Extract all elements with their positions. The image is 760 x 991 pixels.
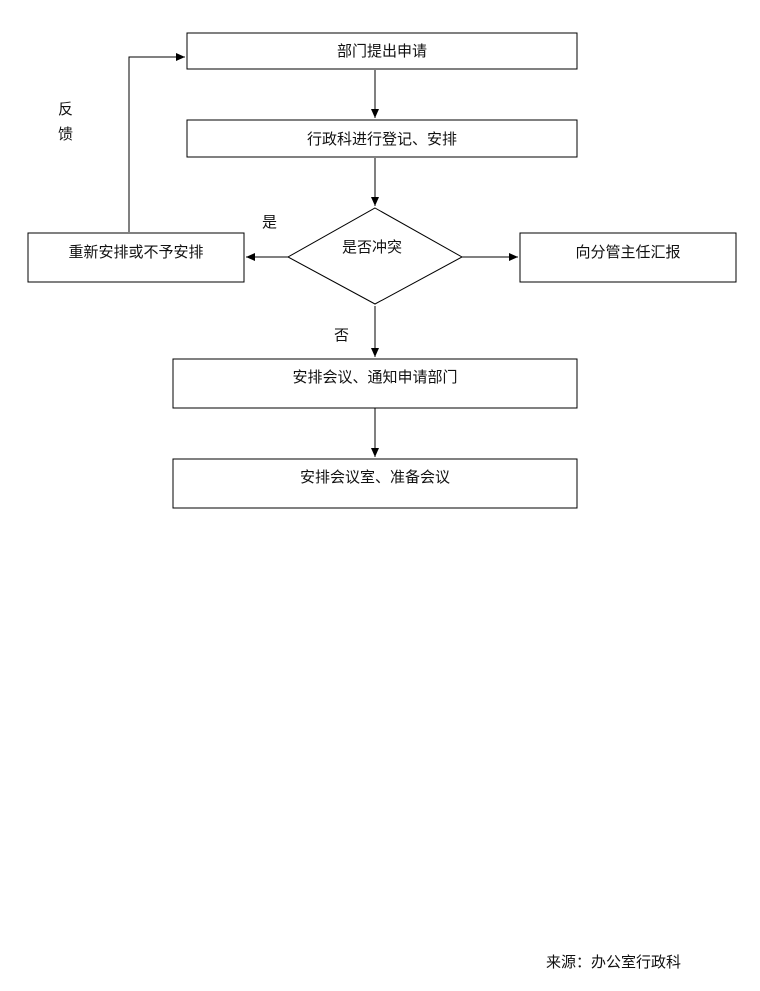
node-arrange-notify-text: 安排会议、通知申请部门 [292, 368, 457, 386]
source-note: 来源：办公室行政科 [546, 953, 681, 971]
node-admin-register: 行政科进行登记、安排 [186, 119, 578, 158]
node-arrange-room: 安排会议室、准备会议 [172, 458, 578, 509]
node-dept-request-text: 部门提出申请 [337, 42, 427, 60]
label-feedback-bottom: 馈 [58, 125, 73, 143]
node-conflict-check: 是否冲突 [286, 207, 464, 305]
node-report-manager-text: 向分管主任汇报 [575, 243, 680, 261]
node-rearrange: 重新安排或不予安排 [27, 232, 245, 283]
label-feedback-top: 反 [58, 100, 73, 118]
edge-feedback-loop [128, 53, 185, 232]
node-arrange-notify: 安排会议、通知申请部门 [172, 358, 578, 409]
label-yes: 是 [262, 213, 277, 231]
node-arrange-room-text: 安排会议室、准备会议 [300, 468, 450, 486]
node-admin-register-text: 行政科进行登记、安排 [307, 130, 457, 148]
node-conflict-check-text: 是否冲突 [342, 238, 402, 256]
node-dept-request: 部门提出申请 [186, 32, 578, 70]
node-rearrange-text: 重新安排或不予安排 [68, 243, 203, 261]
node-report-manager: 向分管主任汇报 [519, 232, 737, 283]
label-no: 否 [334, 326, 349, 344]
